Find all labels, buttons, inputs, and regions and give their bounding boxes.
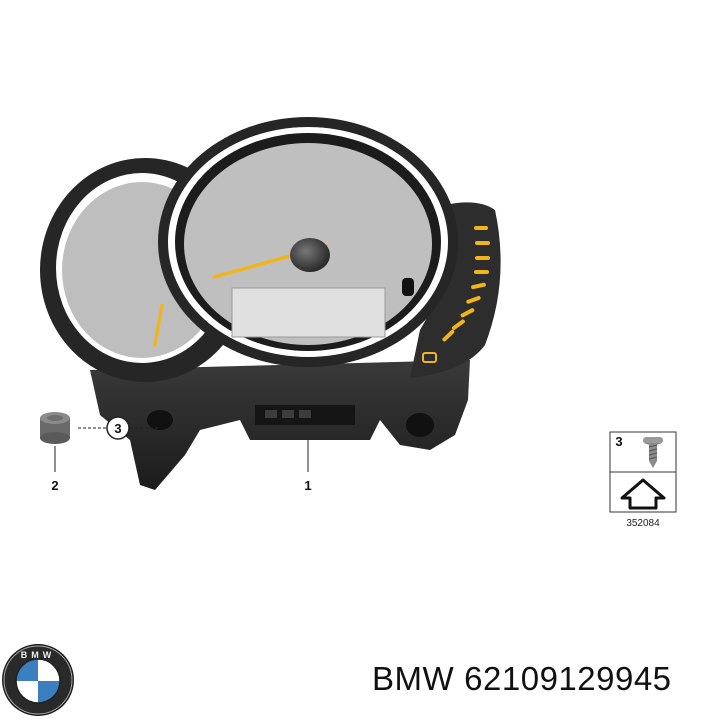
svg-text:3: 3	[615, 434, 622, 449]
speedometer-display	[231, 287, 386, 338]
fuel-gauge-bar	[410, 202, 501, 378]
cluster-housing	[90, 360, 470, 490]
speedometer-dial	[158, 117, 458, 367]
legend-code: 352084	[626, 518, 660, 529]
needle-hub	[290, 238, 330, 272]
legend-box: 3	[609, 431, 677, 513]
grommet-part	[40, 412, 70, 444]
svg-text:BMW: BMW	[21, 650, 56, 660]
fuel-warning-icon	[422, 352, 437, 363]
trip-reset-knob	[402, 278, 414, 296]
callout-3: 3	[106, 416, 130, 440]
callout-2: 2	[51, 478, 58, 493]
part-number: 62109129945	[464, 660, 672, 697]
screw-icon	[643, 437, 663, 468]
callout-1: 1	[304, 478, 311, 493]
bmw-logo: BMW	[2, 644, 74, 716]
arrow-up-icon	[620, 478, 666, 510]
leader-lines	[54, 427, 309, 472]
fuel-level-segments	[442, 226, 490, 342]
svg-text:3: 3	[114, 421, 121, 436]
brand-name: BMW	[372, 660, 455, 697]
